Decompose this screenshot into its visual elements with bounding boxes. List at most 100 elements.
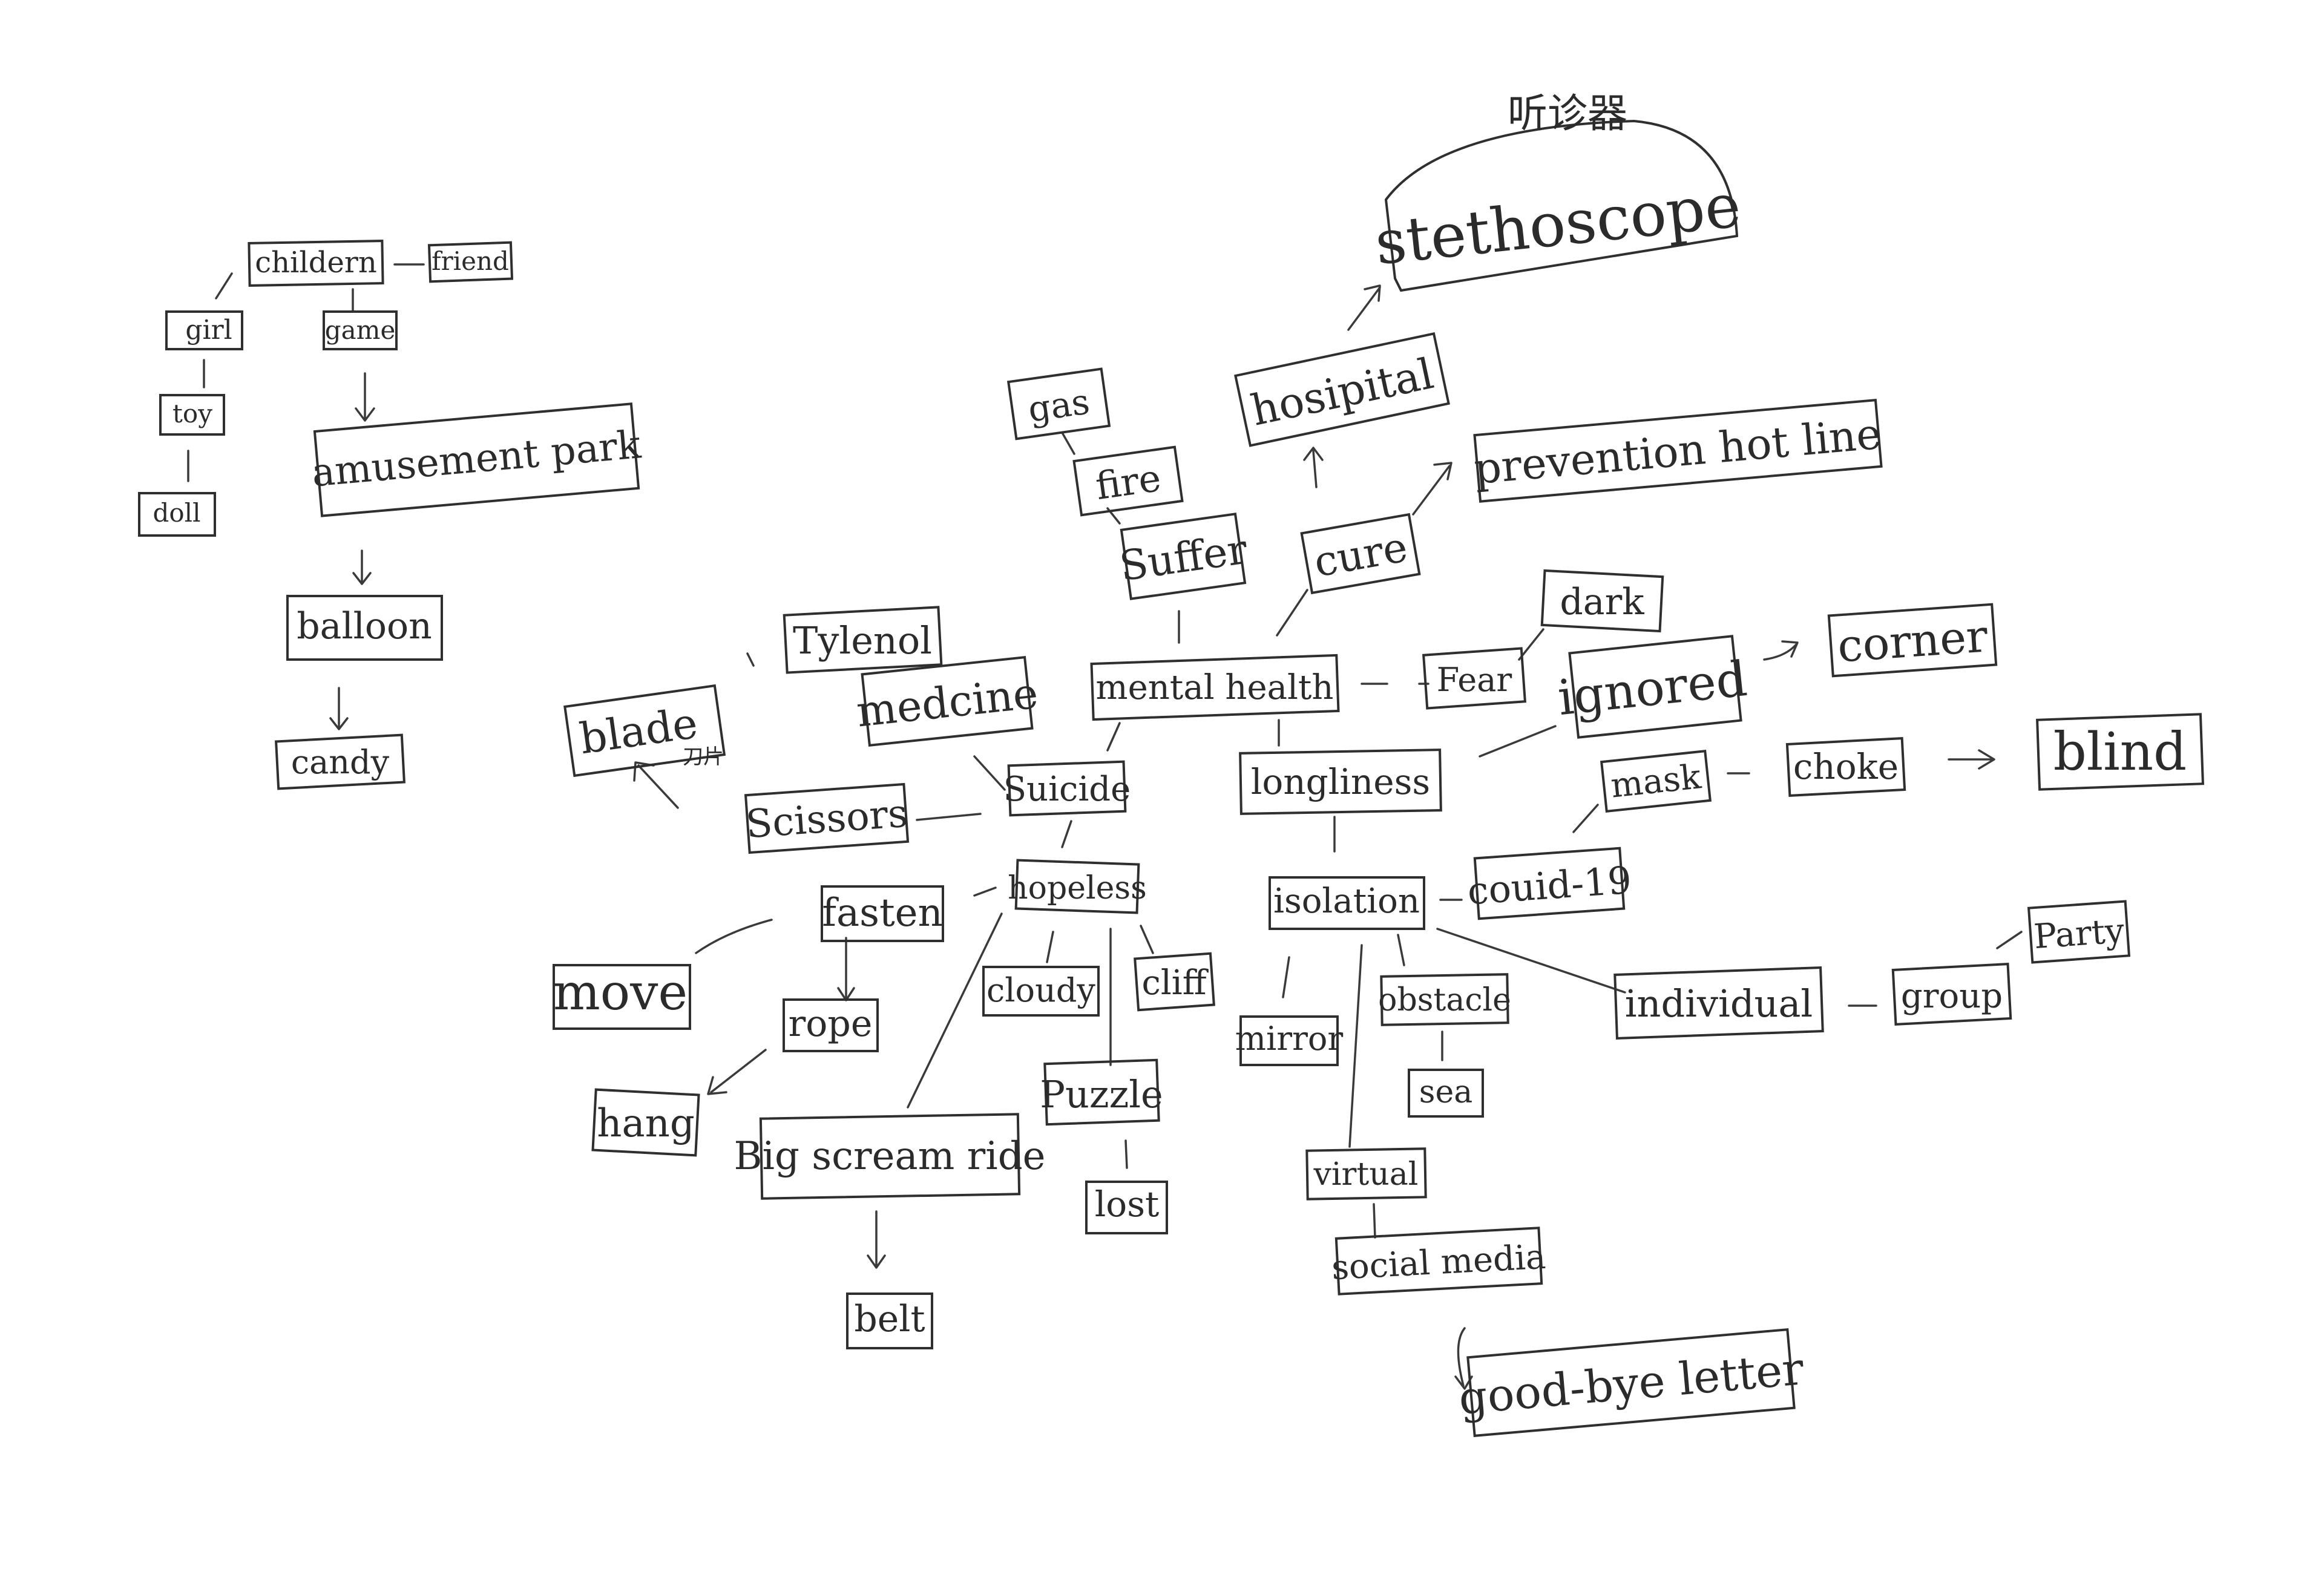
node-belt: belt: [846, 1292, 933, 1349]
connector: [1124, 1139, 1128, 1169]
connector-arrow: [355, 372, 375, 422]
node-fear-label: Fear: [1437, 661, 1512, 699]
node-individual-label: individual: [1625, 981, 1813, 1026]
node-big-scream-ride: Big scream ride: [734, 1113, 1046, 1200]
node-isolation-label: isolation: [1273, 882, 1420, 921]
node-goodbye-letter: good-bye letter: [1457, 1328, 1806, 1438]
node-hopeless-label: hopeless: [1008, 870, 1147, 906]
node-dark: dark: [1540, 569, 1664, 633]
connector: [1061, 820, 1072, 848]
node-cloudy: cloudy: [982, 966, 1100, 1017]
node-doll: doll: [138, 492, 216, 537]
node-stethoscope-label: stethoscope: [1371, 170, 1744, 279]
node-isolation: isolation: [1269, 876, 1425, 930]
node-gas-label: gas: [1025, 381, 1092, 430]
connector-arrow: [707, 1049, 767, 1095]
node-ignored-label: ignored: [1555, 650, 1750, 726]
node-friend-label: friend: [432, 246, 509, 276]
node-childern: childern: [248, 240, 384, 287]
node-prevention-hot-line-label: prevention hot line: [1472, 409, 1883, 494]
connector: [1373, 1203, 1376, 1239]
connector: [1436, 928, 1626, 994]
node-rope: rope: [783, 998, 879, 1052]
node-puzzle-label: Puzzle: [1040, 1072, 1163, 1116]
connector: [1140, 925, 1154, 954]
connector-arrow: [633, 761, 679, 809]
connector: [916, 813, 982, 821]
node-party-label: Party: [2032, 911, 2125, 957]
node-social-media-label: social media: [1331, 1237, 1547, 1288]
connector: [1996, 931, 2023, 949]
node-covid-19: couid-19: [1466, 847, 1633, 920]
node-virtual: virtual: [1305, 1147, 1427, 1201]
connector: [1061, 431, 1075, 455]
connector: [695, 919, 773, 954]
connector: [973, 755, 1006, 791]
node-move-label: move: [553, 964, 688, 1021]
node-stethoscope: 听诊器 stethoscope: [1371, 90, 1744, 292]
node-sea: sea: [1408, 1069, 1484, 1118]
node-puzzle: Puzzle: [1040, 1058, 1163, 1126]
node-group-label: group: [1901, 977, 2003, 1016]
node-tylenol: Tylenol: [783, 606, 943, 674]
connector: [1106, 722, 1121, 752]
node-covid-19-label: couid-19: [1466, 858, 1633, 914]
node-cure: cure: [1300, 513, 1421, 595]
node-toy: toy: [159, 394, 225, 436]
node-corner-label: corner: [1836, 610, 1989, 672]
node-cloudy-label: cloudy: [986, 971, 1095, 1009]
connector-arrow: [1948, 749, 1995, 770]
node-blade: blade 刀片: [563, 684, 726, 778]
connector: [1479, 725, 1557, 758]
connector: [1572, 804, 1599, 833]
node-tylenol-label: Tylenol: [793, 618, 932, 663]
connectors: [187, 263, 2023, 1390]
node-prevention-hot-line: prevention hot line: [1472, 399, 1883, 503]
node-scissors-label: Scissors: [744, 791, 909, 848]
node-blade-label: blade: [577, 698, 701, 764]
node-fire: fire: [1072, 445, 1184, 517]
node-mirror-label: mirror: [1235, 1020, 1344, 1058]
node-medicine: medcine: [854, 656, 1040, 747]
node-hospital: hosipital: [1234, 332, 1450, 447]
connector: [215, 272, 233, 300]
node-individual: individual: [1613, 966, 1824, 1040]
stethoscope-chinese-annotation: 听诊器: [1508, 90, 1627, 137]
node-group: group: [1891, 962, 2012, 1026]
nodes: childern friend girl game toy doll amuse…: [138, 90, 2205, 1438]
connector-arrow: [1763, 640, 1799, 661]
connector: [1518, 628, 1544, 661]
node-dark-label: dark: [1560, 581, 1644, 623]
node-fasten: fasten: [821, 885, 944, 942]
connector-arrow: [1347, 284, 1381, 331]
connector-arrow: [352, 549, 372, 585]
node-obstacle: obstacle: [1378, 973, 1511, 1026]
connector: [907, 912, 1003, 1109]
node-medicine-label: medcine: [854, 668, 1040, 736]
node-move: move: [553, 964, 691, 1030]
node-mask: mask: [1600, 750, 1712, 813]
node-hang: hang: [591, 1088, 700, 1157]
node-mirror: mirror: [1235, 1015, 1344, 1066]
connector-arrow: [1303, 447, 1324, 488]
node-toy-label: toy: [172, 399, 212, 428]
node-balloon: balloon: [286, 595, 443, 661]
node-hang-label: hang: [597, 1101, 695, 1146]
node-ignored: ignored: [1555, 635, 1750, 739]
connector-arrow: [837, 937, 855, 1001]
node-belt-label: belt: [854, 1298, 925, 1340]
node-social-media: social media: [1331, 1227, 1547, 1296]
node-blind: blind: [2036, 713, 2205, 791]
node-virtual-label: virtual: [1313, 1156, 1419, 1193]
node-mental-health: mental health: [1090, 654, 1340, 721]
node-suffer-label: Suffer: [1117, 526, 1250, 591]
node-choke: choke: [1785, 736, 1906, 798]
node-rope-label: rope: [789, 1003, 873, 1045]
node-fear: Fear: [1422, 647, 1527, 710]
node-amusement-park: amusement park: [310, 402, 643, 517]
node-girl: girl: [165, 310, 243, 350]
node-mental-health-label: mental health: [1096, 668, 1334, 707]
node-girl-label: girl: [185, 315, 232, 346]
connector: [1348, 944, 1363, 1148]
blade-chinese-annotation: 刀片: [683, 745, 724, 769]
